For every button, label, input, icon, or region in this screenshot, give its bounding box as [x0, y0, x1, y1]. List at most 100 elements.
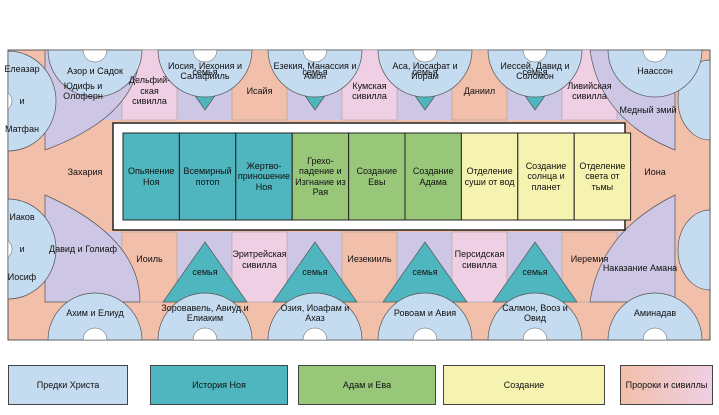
center-panel	[517, 132, 575, 221]
top-medallion	[267, 49, 363, 98]
bottom-seer-panel	[231, 231, 288, 303]
legend-item: Создание	[443, 365, 605, 405]
top-medallion-hole	[302, 49, 328, 63]
side-lunette-bottom-hole	[7, 240, 13, 258]
center-panel	[348, 132, 406, 221]
side-lunette-bottom-label-mid: и	[19, 243, 25, 254]
top-medallion-label: Езекия, Манассия и Амон	[273, 60, 357, 81]
top-medallion-hole	[522, 49, 548, 63]
top-family-label: семья	[302, 66, 328, 77]
center-panel-label: Создание Адама	[412, 166, 454, 187]
side-lunette-top-label-mid: и	[19, 95, 25, 106]
side-lunette-bottom-label-top: Иаков	[9, 211, 35, 222]
bottom-seer-label: Персидская сивилла	[454, 249, 505, 270]
bottom-medallion	[47, 292, 143, 341]
top-medallion	[377, 49, 473, 98]
bottom-seer-label: Иоиль	[136, 254, 163, 265]
bottom-medallion	[267, 292, 363, 341]
center-panel-label: Всемирный потоп	[183, 166, 232, 187]
center-panel	[404, 132, 462, 221]
corner-bottom-left	[44, 194, 141, 303]
top-seer-label: Исайя	[246, 85, 273, 96]
corner-top-left-label: Юдифь и Олоферн	[63, 80, 103, 101]
bottom-medallion	[487, 292, 583, 341]
side-lunette-top-hole	[7, 92, 13, 110]
top-medallion-hole	[412, 49, 438, 63]
top-medallion-label: Азор и Садок	[67, 65, 123, 76]
top-medallion-label: Наассон	[637, 65, 673, 76]
center-panel-label: Отделение света от тьмы	[579, 160, 626, 192]
bottom-medallion-hole	[82, 327, 108, 341]
top-family-label: семья	[192, 66, 218, 77]
top-family-label: семья	[412, 66, 438, 77]
center-panel	[122, 132, 180, 221]
legend-item: Пророки и сивиллы	[620, 365, 713, 405]
legend-item: История Ноя	[150, 365, 288, 405]
legend-item-label: Создание	[503, 380, 545, 390]
center-panel-label: Отделение суши от вод	[464, 166, 515, 187]
bottom-medallion-label: Ровоам и Авия	[393, 307, 457, 318]
top-medallion-label: Аса, Иосафат и Иорам	[392, 60, 458, 81]
bottom-medallion-label: Салмон, Вооз и Овид	[502, 302, 568, 323]
legend-item: Предки Христа	[8, 365, 128, 405]
center-panel	[460, 132, 519, 221]
center-panel-label: Создание Евы	[356, 166, 398, 187]
top-family-label: семья	[522, 66, 548, 77]
legend-item-label: Пророки и сивиллы	[625, 380, 708, 390]
bottom-seer-label: Иезекииль	[347, 254, 392, 265]
top-medallion	[487, 49, 583, 98]
corner-bottom-left-label: Давид и Голиаф	[49, 243, 117, 254]
bottom-family-label: семья	[412, 266, 438, 277]
corner-top-right-label: Медный змий	[619, 104, 677, 115]
center-panel-label: Создание солнца и планет	[525, 160, 567, 192]
bottom-family-label: семья	[302, 266, 328, 277]
bottom-medallion	[607, 292, 703, 341]
end-right-label: Иона	[644, 166, 666, 177]
corner-bottom-right	[589, 194, 676, 303]
top-medallion-label: Иосия, Иехония и Салафииль	[168, 60, 242, 81]
bottom-seer-label: Эритрейская сивилла	[232, 249, 287, 270]
center-panel-label: Жертво-приношение Ноя	[237, 160, 291, 192]
end-left-label: Захария	[67, 166, 103, 177]
top-seer-label: Даниил	[463, 85, 496, 96]
side-lunette-top	[7, 50, 57, 152]
bottom-family-label: семья	[192, 266, 218, 277]
side-lunette-right-bottom	[677, 209, 711, 291]
bottom-medallion	[157, 292, 253, 341]
bottom-medallion	[377, 292, 473, 341]
legend-item-label: История Ноя	[192, 380, 246, 390]
center-panel	[573, 132, 632, 221]
top-seer-label: Кумская сивилла	[352, 80, 387, 101]
side-lunette-top-label-top: Елеазар	[4, 63, 40, 74]
center-panel-label: Грехо-падение и Изгнание из Рая	[295, 155, 346, 197]
bottom-medallion-hole	[522, 327, 548, 341]
bottom-medallion-hole	[192, 327, 218, 341]
top-medallion	[47, 49, 143, 98]
corner-bottom-right-label: Наказание Амана	[602, 262, 678, 273]
legend-item: Адам и Ева	[298, 365, 436, 405]
legend-item-label: Предки Христа	[36, 380, 100, 390]
bottom-medallion-label: Ахим и Елиуд	[66, 307, 124, 318]
top-medallion-hole	[192, 49, 218, 63]
top-medallion	[607, 49, 703, 98]
bottom-medallion-label: Зоровавель, Авиуд и Елиаким	[161, 302, 249, 323]
bottom-medallion-label: Аминадав	[633, 307, 677, 318]
bottom-medallion-hole	[642, 327, 668, 341]
bottom-seer-panel	[341, 231, 398, 303]
side-lunette-top-label-bottom: Матфан	[5, 123, 39, 134]
center-panel-label: Опьянение Ноя	[127, 166, 175, 187]
bottom-seer-panel	[451, 231, 508, 303]
top-medallion	[157, 49, 253, 98]
side-lunette-bottom-label-bottom: Иосиф	[7, 271, 37, 282]
bottom-medallion-hole	[302, 327, 328, 341]
bottom-seer-label: Иеремия	[570, 254, 609, 265]
bottom-medallion-label: Озия, Иоафам и Ахаз	[280, 302, 350, 323]
legend-item-label: Адам и Ева	[342, 380, 392, 390]
top-seer-label: Ливийская сивилла	[567, 80, 612, 101]
center-panel	[291, 132, 350, 221]
center-panel	[178, 132, 237, 221]
top-medallion-label: Иессей, Давид и Соломон	[500, 60, 570, 81]
top-seer-label: Дельфий-ская сивилла	[128, 75, 171, 107]
top-medallion-hole	[82, 49, 108, 63]
